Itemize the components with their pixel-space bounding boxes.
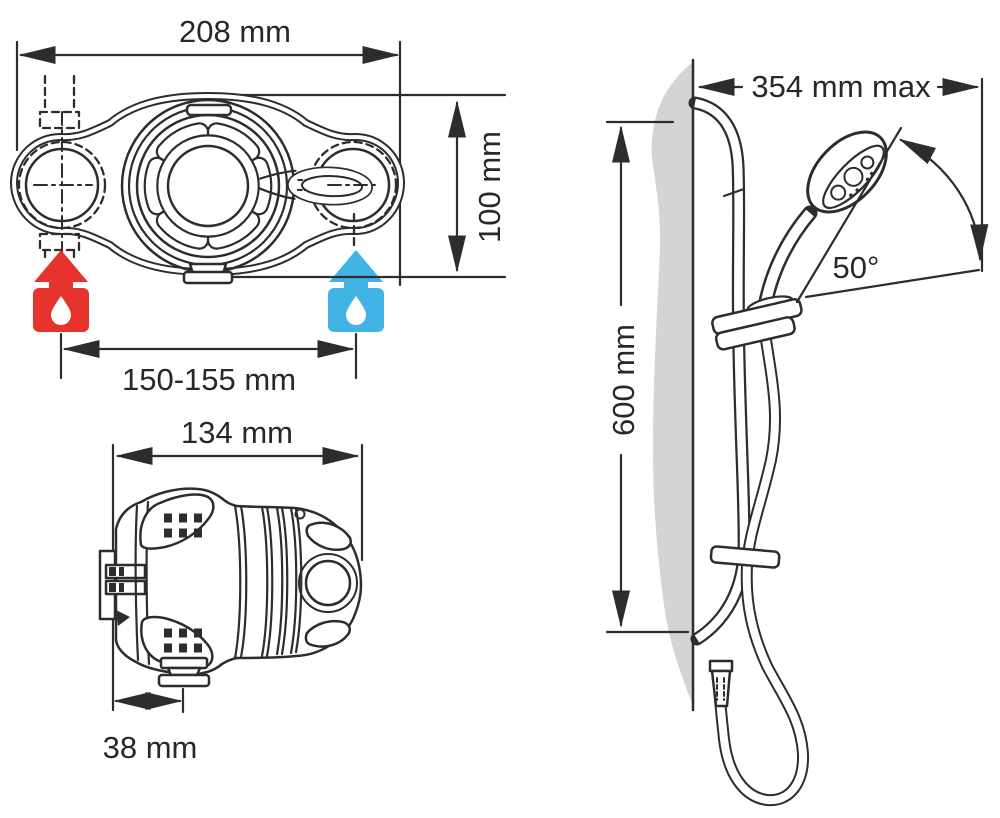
dimension-label-rail-height: 600 mm (606, 324, 641, 436)
top-mount-tab (185, 103, 233, 117)
body-seam-left (134, 504, 140, 662)
riser-rail-view: 600 mm 354 mm max (605, 58, 989, 807)
dome-recess (304, 559, 352, 607)
bottom-outlet (182, 262, 234, 285)
handset-holder-body (714, 316, 796, 351)
dimension-label-side-depth: 134 mm (181, 415, 293, 450)
grip-pad-texture (164, 513, 204, 538)
dimension-side-depth: 134 mm (111, 415, 364, 712)
hose-end-fitting (708, 659, 734, 708)
handset-head (806, 130, 888, 214)
dimension-front-width: 208 mm (15, 14, 402, 287)
dimension-label-front-width: 208 mm (179, 14, 291, 49)
rail-joint-line (722, 187, 746, 198)
angle-ray-base (804, 268, 981, 299)
lever-inner-line (301, 175, 363, 198)
lever-marks (296, 178, 308, 192)
central-control-knob (120, 98, 296, 274)
rail-clamp (709, 545, 781, 569)
bracket-screw (116, 610, 130, 626)
angle-arc (898, 138, 989, 262)
cold-water-inlet-icon (328, 250, 384, 332)
knob-grip-recesses (143, 122, 273, 250)
angle-ray-handset (795, 126, 903, 304)
dimension-label-outlet-offset: 38 mm (103, 730, 198, 765)
dimension-inlet-spacing: 150-155 mm (59, 332, 358, 397)
mixer-front-view: 208 mm 100 mm (10, 14, 507, 397)
end-dome (294, 508, 358, 648)
dimension-rail-height: 600 mm (605, 120, 690, 634)
dome-slot-top (305, 521, 352, 551)
grip-pad-texture (164, 628, 204, 653)
outlet-connector (157, 656, 211, 688)
shower-hose (713, 334, 810, 807)
ring-grooves (233, 504, 303, 660)
dimension-label-inlet-spacing: 150-155 mm (122, 362, 296, 397)
dimension-outlet-offset: 38 mm (103, 687, 198, 765)
temperature-lever (258, 166, 373, 206)
hot-water-inlet-icon (33, 250, 89, 332)
hot-droplet-glyph (51, 296, 71, 325)
bottom-grip-pad (140, 615, 214, 670)
dimension-label-front-height: 100 mm (472, 131, 507, 243)
dimension-front-height: 100 mm (231, 93, 507, 273)
mixer-side-view: 134 mm (98, 415, 364, 765)
dimension-rail-reach: 354 mm max (697, 69, 984, 273)
dome-recess-outer (298, 553, 358, 613)
dimension-handset-angle: 50° (795, 126, 989, 304)
dimension-label-rail-reach: 354 mm max (751, 69, 931, 104)
dome-slot-bottom (304, 619, 351, 648)
mixer-body-outline-inner (11, 93, 404, 275)
top-grip-pad (139, 493, 215, 550)
dome-screw (294, 508, 306, 520)
wall-surface (651, 62, 693, 705)
dimension-label-handset-angle: 50° (833, 250, 880, 285)
lever-neck (258, 169, 297, 200)
hidden-pipework (33, 74, 381, 260)
cold-droplet-glyph (346, 296, 366, 325)
knob-hub (166, 144, 250, 228)
